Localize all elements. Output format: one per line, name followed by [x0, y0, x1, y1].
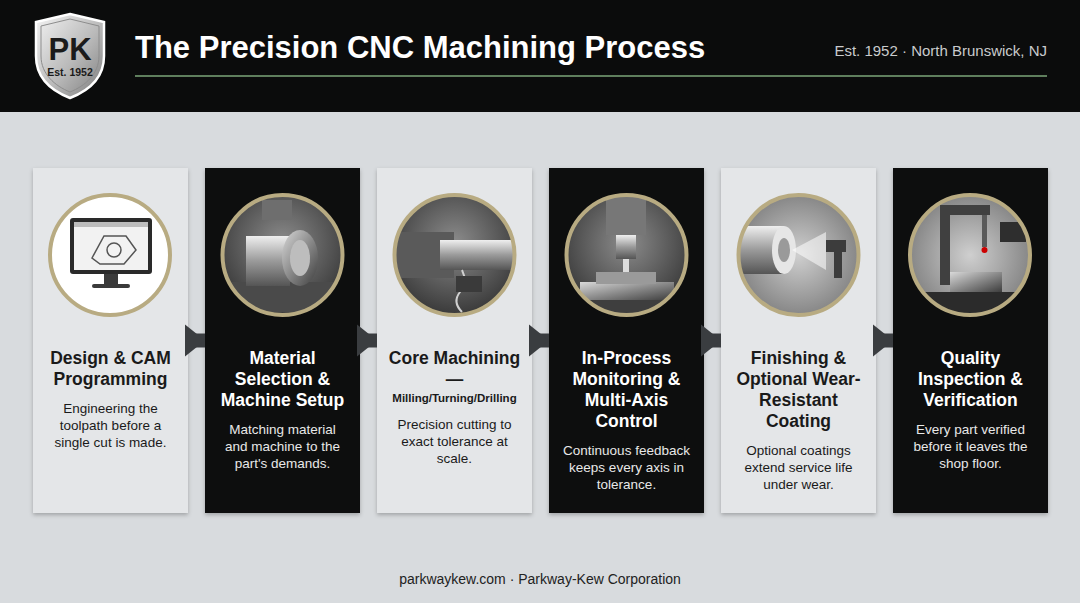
step-description: Precision cutting to exact tolerance at … [385, 416, 524, 467]
diagram-title: The Precision CNC Machining Process [135, 30, 705, 66]
step-description: Continuous feedback keeps every axis in … [557, 442, 696, 493]
process-step-card: In-Process Monitoring & Multi-Axis Contr… [549, 168, 704, 513]
process-step-card: Finishing & Optional Wear-Resistant Coat… [721, 168, 876, 513]
flow-arrow [188, 334, 205, 348]
step-description: Engineering the toolpath before a single… [41, 400, 180, 451]
flow-arrow [704, 334, 721, 348]
step-heading: Material Selection & Machine Setup [213, 348, 352, 411]
flow-arrow [360, 334, 377, 348]
step-heading: Quality Inspection & Verification [901, 348, 1040, 411]
step-heading: Design & CAM Programming [41, 348, 180, 390]
logo-year: Est. 1952 [33, 66, 107, 78]
logo-initials: PK [33, 34, 107, 66]
footer-note: parkwaykew.com · Parkway-Kew Corporation [0, 571, 1080, 587]
process-step-card: Design & CAM ProgrammingEngineering the … [33, 168, 188, 513]
step-heading: In-Process Monitoring & Multi-Axis Contr… [557, 348, 696, 432]
step-description: Optional coatings extend service life un… [729, 442, 868, 493]
process-step-card: Core Machining —Milling/Turning/Drilling… [377, 168, 532, 513]
step-subheading: Milling/Turning/Drilling [385, 391, 524, 406]
step-heading: Core Machining — [385, 348, 524, 390]
step-heading: Finishing & Optional Wear-Resistant Coat… [729, 348, 868, 432]
flow-arrow [532, 334, 549, 348]
flow-arrow [876, 334, 893, 348]
logo-shield: PKEst. 1952 [33, 12, 107, 100]
process-step-card: Quality Inspection & VerificationEvery p… [893, 168, 1048, 513]
header-rule [135, 75, 1047, 77]
logo-text: PKEst. 1952 [33, 12, 107, 78]
process-step-card: Material Selection & Machine SetupMatchi… [205, 168, 360, 513]
step-description: Every part verified before it leaves the… [901, 421, 1040, 472]
location-note: Est. 1952 · North Brunswick, NJ [834, 42, 1047, 59]
step-description: Matching material and machine to the par… [213, 421, 352, 472]
